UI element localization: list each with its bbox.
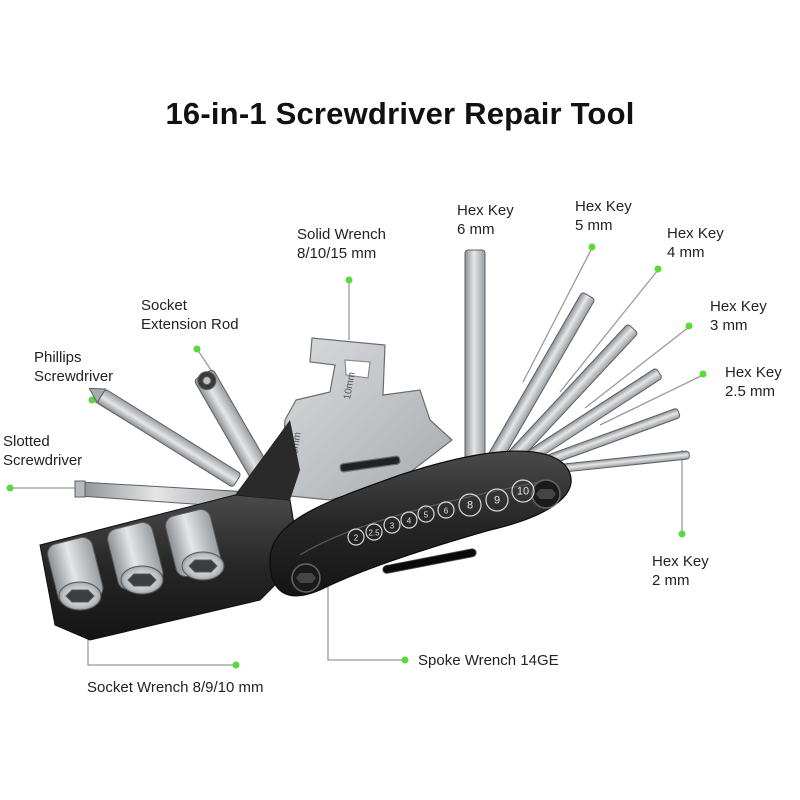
dot-hex2 — [678, 530, 686, 538]
dot-hex25 — [699, 370, 707, 378]
socket-8mm — [47, 536, 104, 611]
dial-ring-10 — [511, 479, 535, 503]
phillips-screwdriver — [88, 387, 241, 487]
wrench-marking-10mm: 10mm — [342, 371, 358, 400]
label-hex-key-3mm: Hex Key 3 mm — [710, 298, 767, 334]
dot-spoke — [401, 656, 409, 664]
dot-solid-wrench — [345, 276, 353, 284]
leader-hex3 — [584, 326, 690, 409]
socket-9mm — [107, 521, 164, 595]
dial-ring-6 — [437, 501, 455, 519]
dial-number-8: 8 — [467, 500, 473, 512]
dot-hex5 — [588, 243, 596, 251]
dial-number-3: 3 — [390, 522, 395, 531]
dial-ring-9 — [485, 488, 509, 512]
label-socket-extension-rod: Socket Extension Rod — [141, 297, 239, 333]
leader-spoke — [327, 575, 405, 661]
label-phillips-screwdriver: Phillips Screwdriver — [34, 349, 114, 385]
dial-ring-8 — [458, 493, 482, 517]
dot-slotted — [6, 484, 14, 492]
dial-ring-5 — [417, 505, 435, 523]
label-socket-wrench: Socket Wrench 8/9/10 mm — [87, 679, 264, 696]
socket-10mm — [165, 508, 225, 581]
dial-number-2.5: 2.5 — [368, 529, 380, 538]
spoke-wrench-dial: 2 2.5 3 4 5 6 8 9 10 — [347, 479, 535, 546]
label-hex-key-4mm: Hex Key 4 mm — [667, 225, 724, 261]
dial-number-9: 9 — [494, 495, 500, 507]
label-spoke-wrench: Spoke Wrench 14GE — [418, 652, 559, 669]
dial-number-2: 2 — [354, 534, 359, 543]
socket-wrench-body — [39, 420, 301, 641]
hex-key-6mm — [464, 249, 486, 461]
label-slotted-screwdriver: Slotted Screwdriver — [3, 433, 83, 469]
leader-hex4 — [559, 269, 659, 393]
dot-hex3 — [685, 322, 693, 330]
label-hex-key-2-5mm: Hex Key 2.5 mm — [725, 364, 782, 400]
label-solid-wrench: Solid Wrench 8/10/15 mm — [297, 226, 386, 262]
dial-number-6: 6 — [444, 507, 449, 516]
leader-hex5 — [522, 247, 593, 383]
page-title: 16-in-1 Screwdriver Repair Tool — [165, 96, 635, 131]
dial-ring-4 — [400, 511, 418, 529]
label-hex-key-2mm: Hex Key 2 mm — [652, 553, 709, 589]
handle-screw-left — [291, 563, 321, 593]
dial-ring-3 — [383, 516, 401, 534]
dial-number-10: 10 — [517, 486, 529, 498]
dot-hex4 — [654, 265, 662, 273]
solid-wrench: 15mm 10mm — [279, 337, 453, 501]
dial-ring-2 — [347, 528, 365, 546]
dial-number-5: 5 — [424, 511, 429, 520]
dot-socket-wrench — [232, 661, 240, 669]
dial-number-4: 4 — [407, 517, 412, 526]
dial-ring-2.5 — [365, 523, 383, 541]
handle-screw-right — [531, 479, 561, 509]
leader-hex25 — [599, 374, 704, 426]
dot-socket-rod — [193, 345, 201, 353]
dot-phillips — [88, 396, 96, 404]
label-hex-key-5mm: Hex Key 5 mm — [575, 198, 632, 234]
main-handle: 2 2.5 3 4 5 6 8 9 10 — [269, 450, 572, 597]
label-hex-key-6mm: Hex Key 6 mm — [457, 202, 514, 238]
sockets — [47, 508, 225, 611]
hex-keys — [464, 249, 690, 475]
